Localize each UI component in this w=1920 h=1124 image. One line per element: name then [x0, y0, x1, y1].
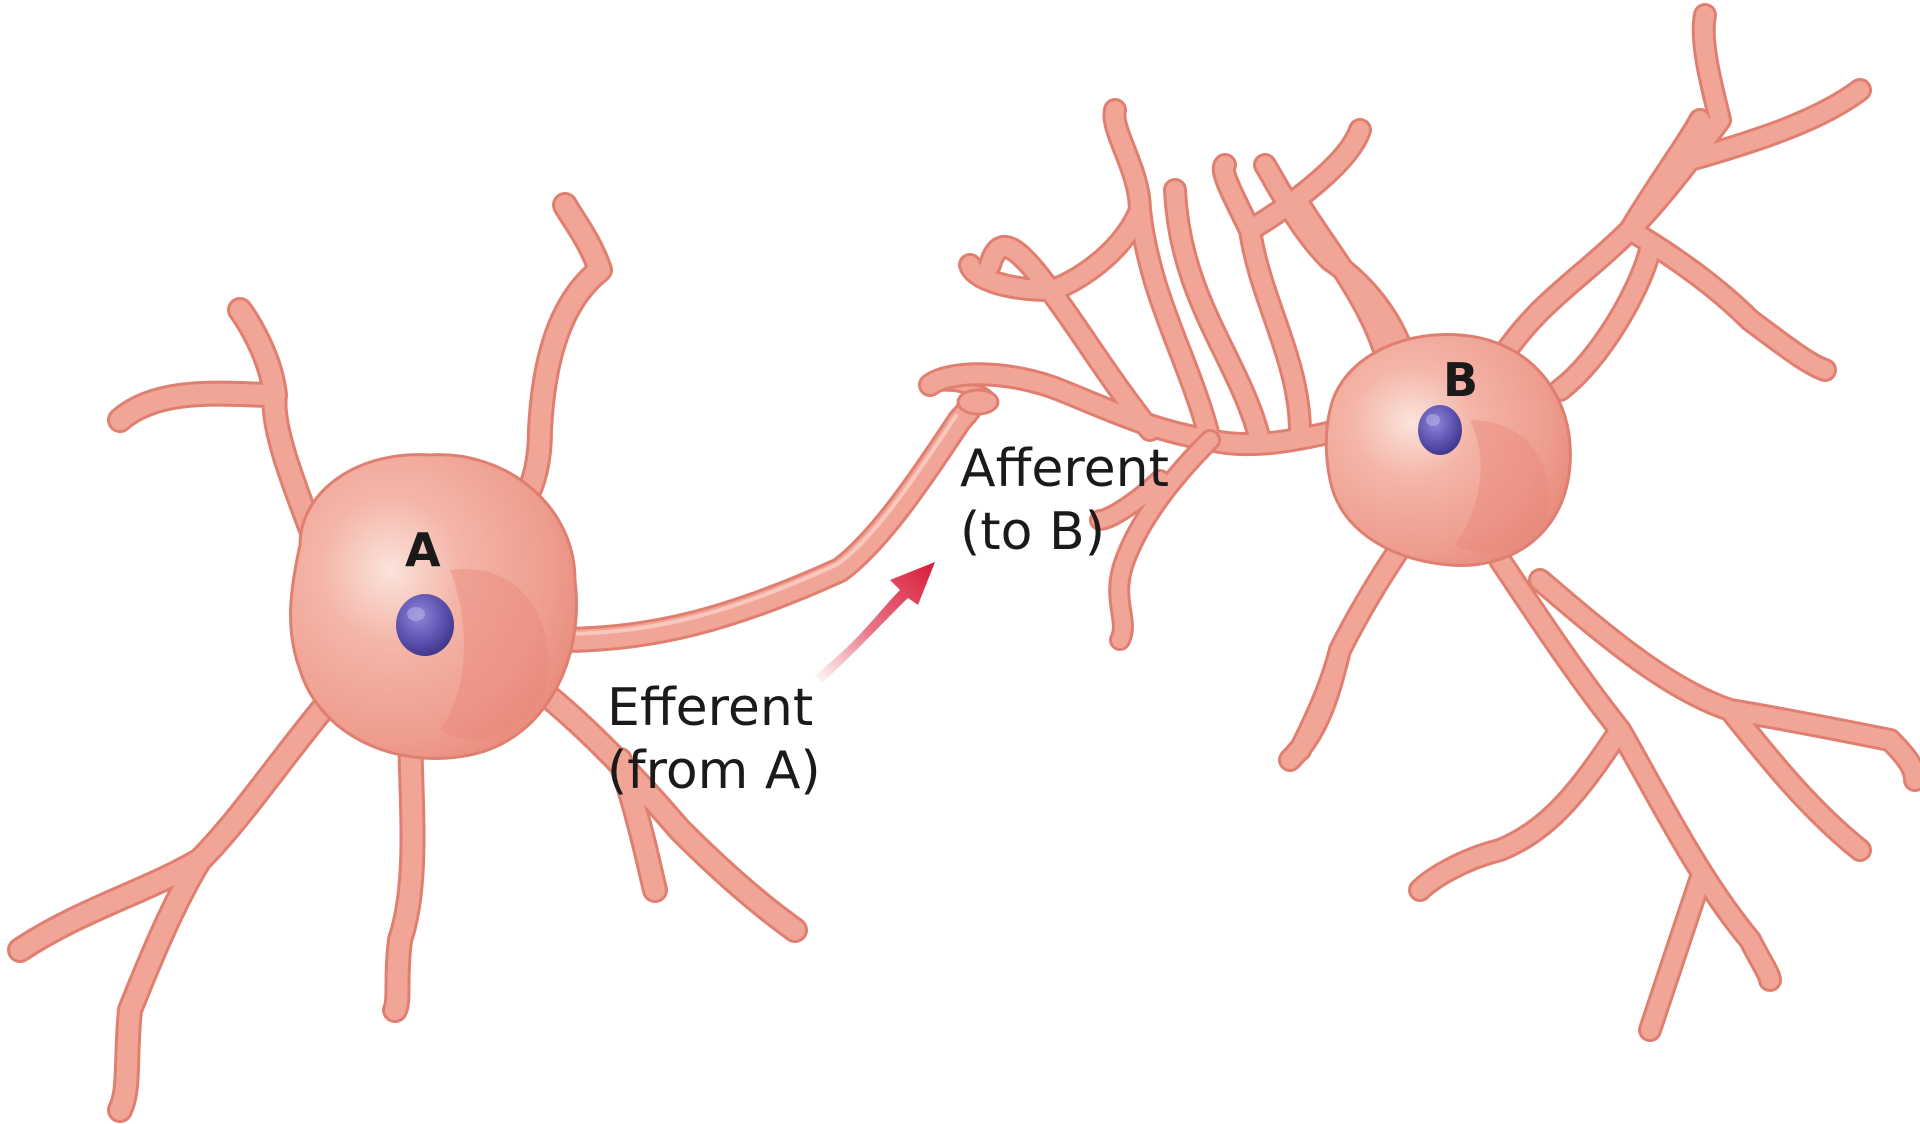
neuron-b-label: B: [1443, 352, 1478, 408]
afferent-label-line1: Afferent: [960, 438, 1169, 501]
afferent-label: Afferent (to B): [960, 438, 1169, 565]
neuron-a-label: A: [405, 522, 441, 578]
nucleus-b: [1418, 405, 1462, 455]
afferent-label-line2: (to B): [960, 501, 1169, 564]
neuron-a: [20, 205, 998, 1110]
efferent-label-line2: (from A): [607, 740, 821, 803]
efferent-label-line1: Efferent: [607, 677, 821, 740]
efferent-label: Efferent (from A): [607, 677, 821, 804]
nucleus-a: [396, 594, 454, 656]
